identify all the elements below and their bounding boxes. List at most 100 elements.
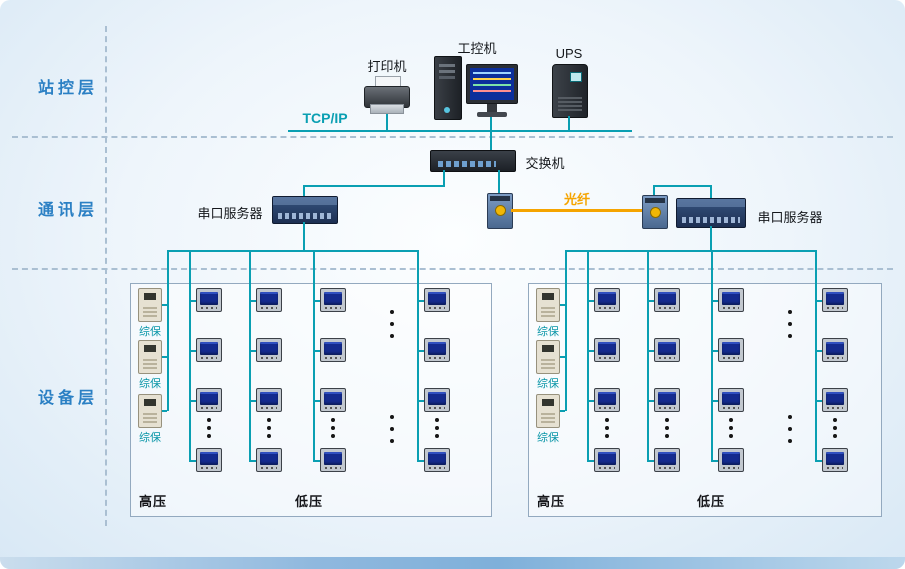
- meter-column-line: [417, 250, 419, 460]
- switch-left-drop-line: [443, 170, 445, 187]
- layer-label-comm: 通讯层: [37, 202, 98, 219]
- meter-stub-line: [313, 400, 320, 402]
- meter-stub-line: [249, 350, 256, 352]
- ellipsis-dot: [331, 434, 335, 438]
- ellipsis-dot: [833, 434, 837, 438]
- meter-stub-line: [313, 300, 320, 302]
- meter-column-line: [249, 250, 251, 460]
- meter-device: [320, 338, 346, 362]
- meter-device: [718, 448, 744, 472]
- meter-device: [822, 388, 848, 412]
- meter-device: [718, 388, 744, 412]
- ellipsis-dot: [390, 334, 394, 338]
- protection-device: [536, 288, 560, 322]
- ipc-label: 工控机: [457, 41, 497, 56]
- right-server-uplink-line: [710, 185, 712, 198]
- meter-stub-line: [249, 300, 256, 302]
- switch-left-run-line: [303, 185, 445, 187]
- meter-stub-line: [711, 300, 718, 302]
- ellipsis-dot: [331, 426, 335, 430]
- hv-label-right: 高压: [537, 494, 566, 509]
- meter-device: [822, 288, 848, 312]
- meter-stub-line: [815, 460, 822, 462]
- meter-stub-line: [313, 460, 320, 462]
- fiber-converter-right-icon: [642, 195, 668, 229]
- ellipsis-dot: [729, 426, 733, 430]
- protection-label: 综保: [139, 378, 161, 390]
- meter-device: [718, 288, 744, 312]
- protection-label: 综保: [537, 378, 559, 390]
- meter-device: [424, 288, 450, 312]
- left-server-uplink-line: [303, 185, 305, 196]
- meter-column-line: [313, 250, 315, 460]
- meter-device: [256, 388, 282, 412]
- ellipsis-dot: [267, 418, 271, 422]
- meter-stub-line: [587, 300, 594, 302]
- switch-converter-line: [498, 170, 500, 193]
- meter-stub-line: [815, 300, 822, 302]
- printer-icon: [364, 76, 410, 114]
- meter-stub-line: [417, 460, 424, 462]
- protection-device: [536, 394, 560, 428]
- lv-label-left: 低压: [295, 494, 324, 509]
- ellipsis-dot: [435, 418, 439, 422]
- ups-drop-line: [568, 116, 570, 130]
- monitor-icon: [466, 64, 518, 104]
- right-converter-uplink-line: [653, 185, 655, 195]
- meter-device: [256, 288, 282, 312]
- ellipsis-dot: [788, 334, 792, 338]
- meter-stub-line: [189, 300, 196, 302]
- meter-device: [654, 288, 680, 312]
- meter-device: [424, 388, 450, 412]
- right-run-line: [653, 185, 712, 187]
- ellipsis-dot: [833, 418, 837, 422]
- meter-stub-line: [417, 300, 424, 302]
- meter-device: [320, 388, 346, 412]
- ellipsis-dot: [788, 439, 792, 443]
- serial-server-left-label: 串口服务器: [197, 206, 263, 221]
- switch-label: 交换机: [525, 156, 565, 171]
- meter-device: [594, 388, 620, 412]
- meter-stub-line: [815, 350, 822, 352]
- pc-drop-line: [490, 117, 492, 150]
- meter-stub-line: [313, 350, 320, 352]
- meter-stub-line: [587, 460, 594, 462]
- monitor-stand: [487, 104, 497, 112]
- bottom-decorative-band: [0, 557, 905, 569]
- meter-device: [256, 338, 282, 362]
- meter-stub-line: [711, 400, 718, 402]
- meter-stub-line: [189, 350, 196, 352]
- protection-device: [536, 340, 560, 374]
- protection-stub-line: [560, 410, 565, 412]
- ellipsis-dot: [207, 426, 211, 430]
- meter-stub-line: [249, 400, 256, 402]
- meter-stub-line: [189, 460, 196, 462]
- ellipsis-dot: [390, 310, 394, 314]
- ellipsis-dot: [605, 418, 609, 422]
- ellipsis-dot: [729, 418, 733, 422]
- ellipsis-dot: [435, 426, 439, 430]
- meter-device: [196, 338, 222, 362]
- meter-device: [424, 338, 450, 362]
- ellipsis-dot: [665, 434, 669, 438]
- monitor-base: [477, 112, 507, 117]
- serial-server-left-icon: [272, 196, 338, 224]
- meter-stub-line: [711, 460, 718, 462]
- meter-device: [320, 448, 346, 472]
- layer-label-station: 站控层: [37, 80, 98, 97]
- ellipsis-dot: [788, 415, 792, 419]
- meter-stub-line: [647, 400, 654, 402]
- meter-device: [424, 448, 450, 472]
- protection-column-line: [167, 250, 169, 411]
- lv-label-right: 低压: [697, 494, 726, 509]
- meter-device: [822, 338, 848, 362]
- protection-label: 综保: [537, 432, 559, 444]
- meter-device: [654, 338, 680, 362]
- pc-tower-icon: [434, 56, 462, 120]
- meter-stub-line: [647, 460, 654, 462]
- ellipsis-dot: [833, 426, 837, 430]
- meter-device: [654, 448, 680, 472]
- protection-device: [138, 340, 162, 374]
- monitor-screen: [470, 68, 514, 100]
